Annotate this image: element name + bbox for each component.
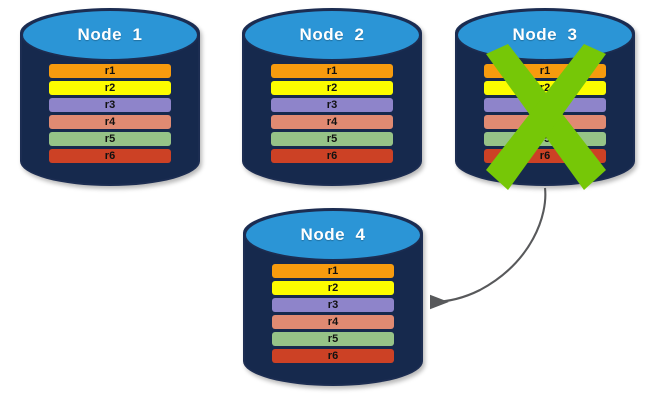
row-label: r6 (326, 149, 338, 162)
row-label: r1 (326, 64, 338, 77)
node-3-row-r6[interactable]: r6 (483, 149, 607, 163)
node-3-row-r1[interactable]: r1 (483, 64, 607, 78)
row-label: r4 (327, 315, 339, 328)
row-label: r2 (326, 81, 338, 94)
node-4-row-list: r1 r2 r3 r4 r5 r6 (271, 264, 395, 363)
node-1-cylinder-top: Node 1 (21, 9, 199, 61)
row-label: r2 (104, 81, 116, 94)
row-label: r1 (327, 264, 339, 277)
row-label: r3 (539, 98, 551, 111)
node-1-row-r5[interactable]: r5 (48, 132, 172, 146)
node-3-row-list: r1 r2 r3 r4 r5 r6 (483, 64, 607, 163)
row-label: r3 (327, 298, 339, 311)
node-3-row-r2[interactable]: r2 (483, 81, 607, 95)
node-1-row-r4[interactable]: r4 (48, 115, 172, 129)
node-1-title: Node 1 (77, 25, 143, 44)
node-1-row-list: r1 r2 r3 r4 r5 r6 (48, 64, 172, 163)
node-3-row-r5[interactable]: r5 (483, 132, 607, 146)
node-2-cylinder-top: Node 2 (243, 9, 421, 61)
node-4-title: Node 4 (300, 225, 366, 244)
node-4-row-r2[interactable]: r2 (271, 281, 395, 295)
node-1-row-r3[interactable]: r3 (48, 98, 172, 112)
node-2-title: Node 2 (299, 25, 365, 44)
row-label: r2 (539, 81, 551, 94)
node-2-row-r6[interactable]: r6 (270, 149, 394, 163)
row-label: r1 (539, 64, 551, 77)
row-label: r5 (327, 332, 339, 345)
row-label: r4 (104, 115, 116, 128)
node-2-row-r3[interactable]: r3 (270, 98, 394, 112)
node-4-row-r3[interactable]: r3 (271, 298, 395, 312)
row-label: r5 (539, 132, 551, 145)
row-label: r4 (326, 115, 338, 128)
node-1[interactable]: Node 1 r1 r2 r3 r4 r5 r6 (20, 8, 200, 186)
row-label: r3 (326, 98, 338, 111)
node-1-row-r1[interactable]: r1 (48, 64, 172, 78)
node-2-row-r4[interactable]: r4 (270, 115, 394, 129)
node-3-row-r3[interactable]: r3 (483, 98, 607, 112)
node-2-row-r5[interactable]: r5 (270, 132, 394, 146)
row-label: r3 (104, 98, 116, 111)
node-2[interactable]: Node 2 r1 r2 r3 r4 r5 r6 (242, 8, 422, 186)
row-label: r2 (327, 281, 339, 294)
node-4[interactable]: Node 4 r1 r2 r3 r4 r5 r6 (243, 208, 423, 386)
node-4-row-r6[interactable]: r6 (271, 349, 395, 363)
node-4-row-r1[interactable]: r1 (271, 264, 395, 278)
node-4-cylinder-top: Node 4 (244, 209, 422, 261)
node-2-row-r2[interactable]: r2 (270, 81, 394, 95)
node-2-row-r1[interactable]: r1 (270, 64, 394, 78)
row-label: r5 (104, 132, 116, 145)
node-3-cylinder-top: Node 3 (456, 9, 634, 61)
node-4-row-r5[interactable]: r5 (271, 332, 395, 346)
row-label: r6 (539, 149, 551, 162)
node-3-row-r4[interactable]: r4 (483, 115, 607, 129)
node-3[interactable]: Node 3 r1 r2 r3 r4 r5 r6 (455, 8, 635, 186)
node-4-row-r4[interactable]: r4 (271, 315, 395, 329)
node-1-row-r6[interactable]: r6 (48, 149, 172, 163)
node-3-title: Node 3 (512, 25, 578, 44)
row-label: r4 (539, 115, 551, 128)
node-1-row-r2[interactable]: r2 (48, 81, 172, 95)
row-label: r5 (326, 132, 338, 145)
row-label: r6 (104, 149, 116, 162)
node-2-row-list: r1 r2 r3 r4 r5 r6 (270, 64, 394, 163)
row-label: r1 (104, 64, 116, 77)
row-label: r6 (327, 349, 339, 362)
